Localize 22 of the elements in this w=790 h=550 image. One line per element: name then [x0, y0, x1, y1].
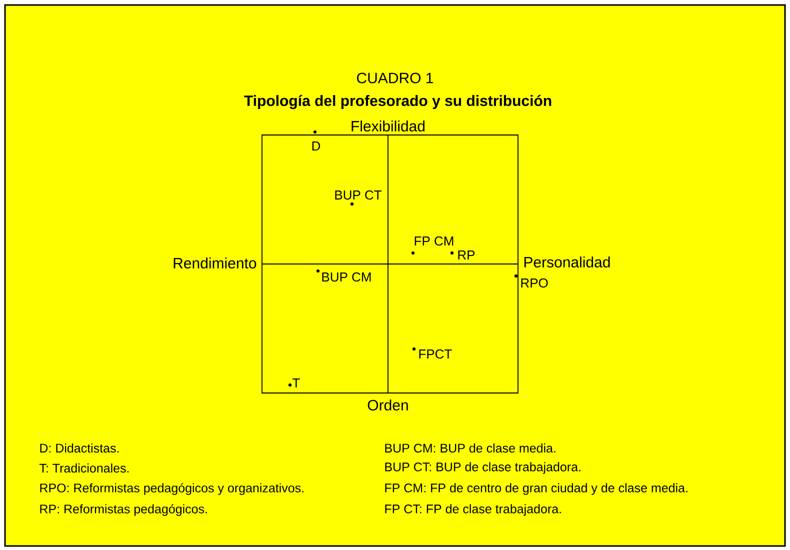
- axis-label: Personalidad: [524, 256, 610, 268]
- point-label: T: [292, 378, 300, 388]
- note: BUP CT: BUP de clase trabajadora.: [385, 462, 580, 474]
- point-label: RP: [458, 250, 475, 260]
- note: RP: Reformistas pedagógicos.: [40, 504, 207, 516]
- note: RPO: Reformistas pedagógicos y organizativos.: [40, 483, 304, 495]
- point-label: BUP CT: [335, 190, 382, 200]
- note: D: Didactistas.: [40, 443, 119, 453]
- point-label: FPCT: [419, 349, 452, 359]
- note: T: Tradicionales.: [39, 463, 129, 473]
- axis-label: Orden: [368, 400, 408, 410]
- point-label: RPO: [521, 278, 548, 288]
- axis-label: Rendimiento: [174, 258, 256, 268]
- title: Tipología del profesorado y su distribución: [244, 94, 552, 110]
- note: FP CT: FP de clase trabajadora.: [385, 504, 561, 516]
- point-label: BUP CM: [322, 272, 371, 282]
- heading: CUADRO 1: [357, 72, 433, 84]
- note: BUP CM: BUP de clase media.: [385, 443, 556, 453]
- note: FP CM: FP de centro de gran ciudad y de clase media.: [385, 483, 688, 495]
- axis-label: Flexibilidad: [352, 120, 425, 132]
- point-label: D: [312, 142, 320, 150]
- point-label: FP CM: [414, 236, 454, 246]
